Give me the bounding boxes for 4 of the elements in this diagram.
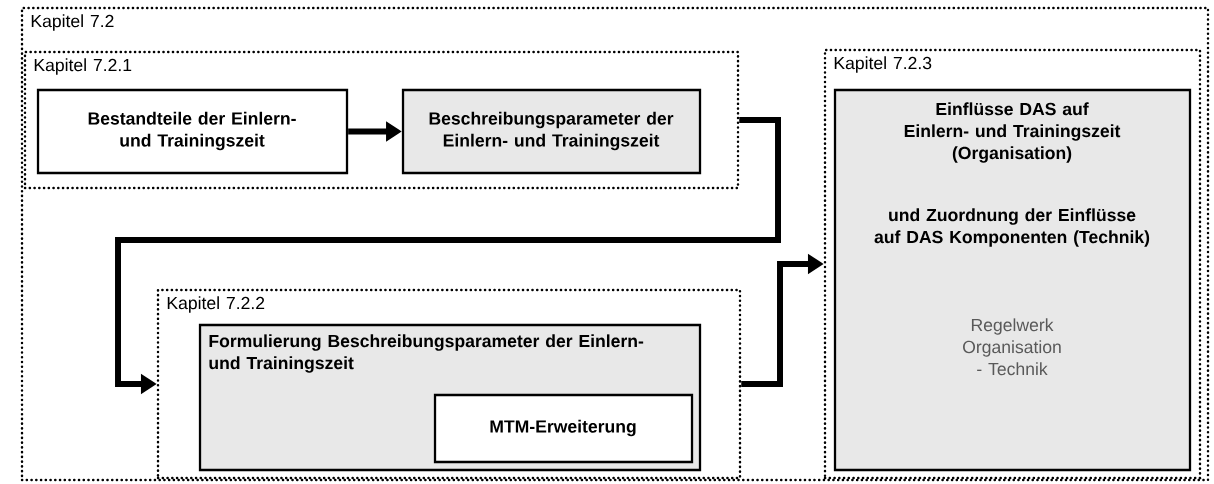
process-box: MTM-Erweiterung	[433, 393, 694, 464]
process-box: Beschreibungsparameter der Einlern- und Trainingszeit	[401, 88, 702, 175]
process-box: Bestandteile der Einlern- und Trainingszeit	[36, 88, 349, 175]
process-box: Einflüsse DAS auf Einlern- und Trainingszeit (Organisation) und Zuordnung der Einflüsse auf DAS Komponenten (Technik) Regelwerk Organisation - Technik	[833, 88, 1192, 472]
